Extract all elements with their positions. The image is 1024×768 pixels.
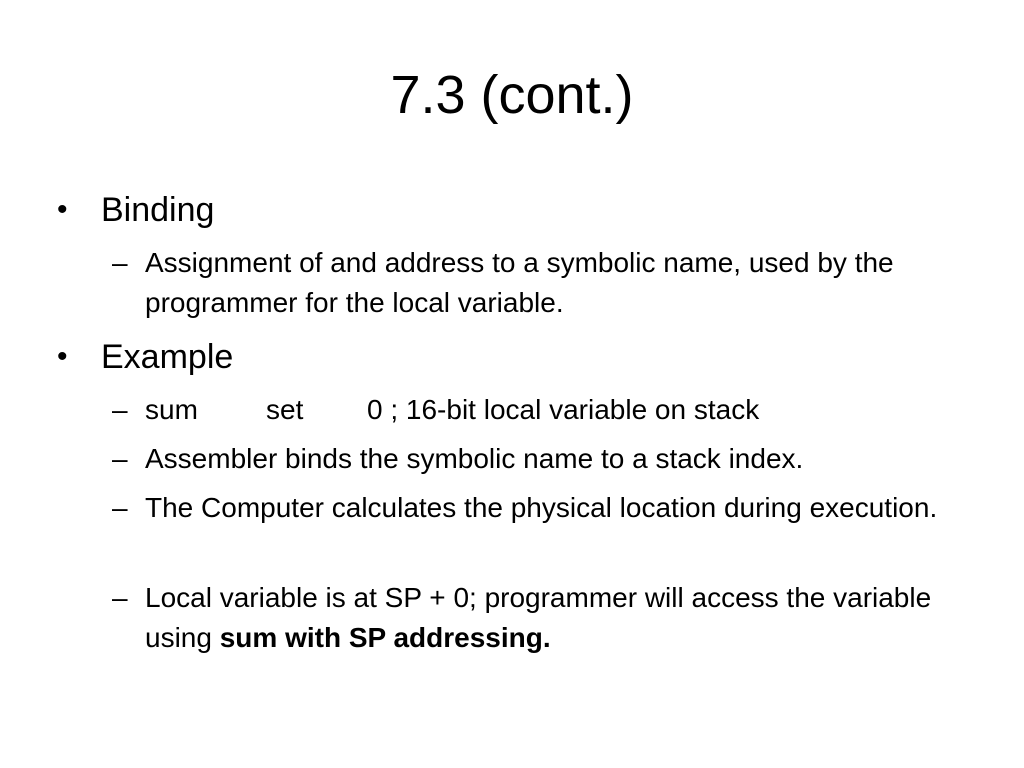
dash-icon: –	[112, 492, 128, 523]
bullet-icon: •	[57, 340, 68, 373]
sub-item-text: Local variable is at SP + 0; programmer …	[145, 578, 982, 658]
slide-title: 7.3 (cont.)	[390, 65, 634, 125]
sub-item-local-variable: – Local variable is at SP + 0; programme…	[112, 578, 982, 658]
sub-item-text-bold: sum with SP addressing.	[219, 622, 551, 653]
code-line: sum set 0 ; 16-bit local variable on stack	[145, 390, 982, 430]
bullet-heading: Binding	[101, 191, 215, 229]
sub-item-text: The Computer calculates the physical loc…	[145, 492, 938, 523]
dash-icon: –	[112, 247, 128, 278]
bullet-icon: •	[57, 193, 68, 226]
code-op: set	[266, 394, 304, 425]
code-label: sum	[145, 394, 198, 425]
bullet-example: • Example	[57, 337, 233, 377]
sub-item-binding-definition: – Assignment of and address to a symboli…	[112, 243, 982, 323]
sub-item-text: Assignment of and address to a symbolic …	[145, 247, 894, 318]
sub-item-assembler-binds: – Assembler binds the symbolic name to a…	[112, 439, 982, 479]
dash-icon: –	[112, 394, 128, 425]
sub-item-computer-calculates: – The Computer calculates the physical l…	[112, 488, 982, 528]
sub-item-text-prefix: Local variable is at SP + 0; programmer …	[145, 582, 932, 653]
sub-item-code-line: – sum set 0 ; 16-bit local variable on sta…	[112, 390, 982, 430]
code-rest: 0 ; 16-bit local variable on stack	[367, 394, 760, 425]
bullet-heading: Example	[101, 338, 234, 376]
sub-item-text: Assembler binds the symbolic name to a s…	[145, 443, 804, 474]
dash-icon: –	[112, 443, 128, 474]
dash-icon: –	[112, 582, 128, 613]
bullet-binding: • Binding	[57, 190, 214, 230]
